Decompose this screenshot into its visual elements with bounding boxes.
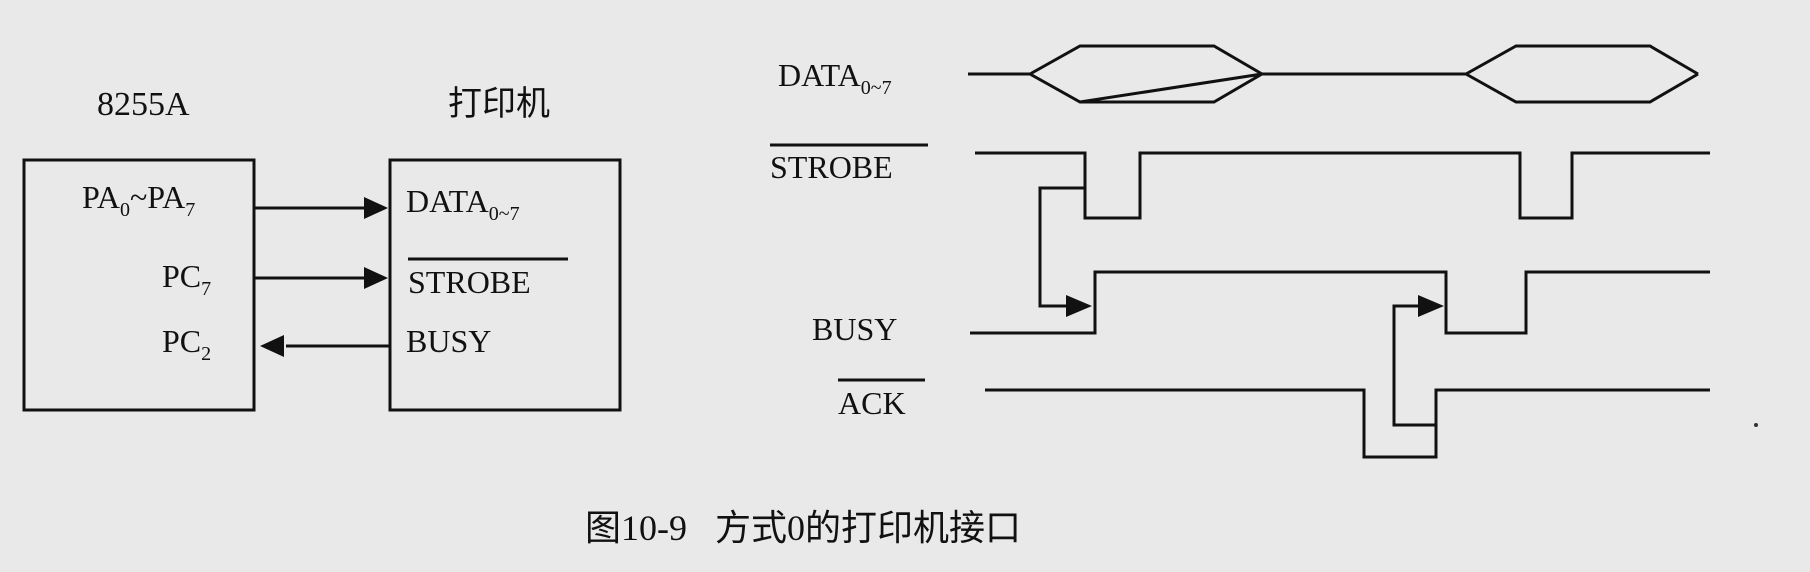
signal-busy-label: BUSY <box>812 311 897 347</box>
printer-pin-strobe-label: STROBE <box>408 264 531 300</box>
causal-arrow-strobe-to-busy <box>1038 186 1092 317</box>
arrow-busy-to-pc2 <box>260 335 390 357</box>
printer-title: 打印机 <box>448 85 550 123</box>
printer-box <box>388 158 622 412</box>
signal-ack-label: ACK <box>838 385 906 421</box>
strobe-waveform <box>975 151 1710 220</box>
data-waveform <box>968 44 1699 104</box>
printer-pin-busy-label: BUSY <box>406 323 491 359</box>
arrow-pc7-to-strobe <box>254 267 388 289</box>
stray-dot <box>1754 423 1758 427</box>
signal-strobe-label: STROBE <box>770 149 893 185</box>
arrow-pa-to-data <box>254 197 388 219</box>
busy-waveform <box>970 270 1710 335</box>
chip-title: 8255A <box>97 86 190 123</box>
timing-diagram: DATA0~7 STROBE BUSY ACK <box>770 44 1758 459</box>
causal-arrow-ack-to-busy <box>1392 295 1444 427</box>
pin-pc7-label: PC7 <box>162 258 211 300</box>
pin-pa-label: PA0~PA7 <box>82 179 195 221</box>
chip-8255a-box <box>22 158 256 412</box>
printer-pin-data-label: DATA0~7 <box>406 183 520 225</box>
ack-waveform <box>985 388 1710 459</box>
signal-data-label: DATA0~7 <box>778 57 892 99</box>
pin-pc2-label: PC2 <box>162 323 211 365</box>
block-diagram: 8255A 打印机 PA0~PA7 PC7 PC2 DATA0~7 STROBE… <box>22 85 622 412</box>
